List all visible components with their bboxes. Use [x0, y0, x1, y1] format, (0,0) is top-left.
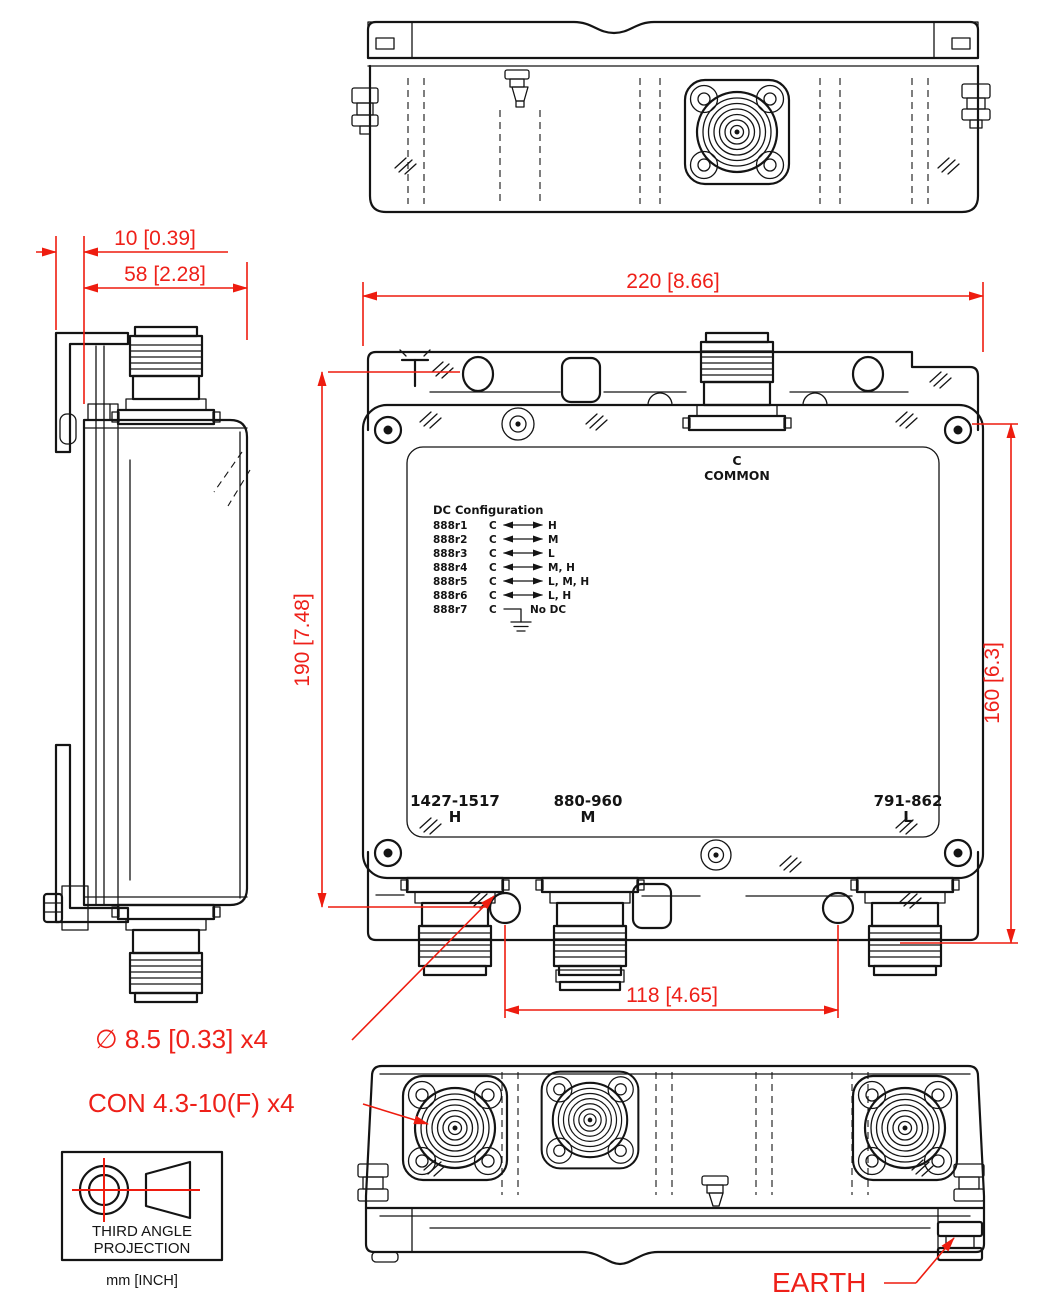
dimension-width: 220 [8.66] — [362, 270, 984, 352]
port-l-letter: L — [903, 808, 913, 826]
dc-row-c: C — [489, 576, 497, 588]
callout-earth: EARTH — [772, 1237, 955, 1298]
dc-row-bands: L, M, H — [548, 576, 589, 588]
bottom-view-right-bolt — [953, 1163, 985, 1202]
side-view-bottom-connector — [110, 903, 222, 1004]
dc-row-c: C — [489, 548, 497, 560]
port-m-letter: M — [581, 808, 596, 826]
side-view-bracket-upper — [54, 331, 130, 454]
top-view-hidden-lines — [407, 78, 929, 204]
dimensions: 10 [0.39] 58 [2.28] 220 [8.66] 190 [7.48… — [36, 227, 1018, 1298]
dc-row-bands: No DC — [530, 604, 566, 616]
dim-mount-height-label: 190 [7.48] — [291, 593, 314, 686]
port-m-connector-face — [540, 1070, 640, 1170]
port-h-connector-face — [401, 1074, 509, 1182]
dim-bracket-offset-label: 10 [0.39] — [114, 227, 196, 250]
projection-note-line1: THIRD ANGLE — [92, 1223, 192, 1240]
earth-symbol — [399, 349, 431, 388]
dimension-body-height: 160 [6.3] — [900, 423, 1018, 944]
dc-row-bands: H — [548, 520, 557, 532]
dim-width-label: 220 [8.66] — [626, 270, 719, 293]
dc-row-model: 888r4 — [433, 562, 467, 574]
port-l-connector-face — [851, 1074, 959, 1182]
dc-row-c: C — [489, 590, 497, 602]
dimension-depth: 58 [2.28] — [83, 262, 248, 340]
bottom-view — [357, 1064, 986, 1266]
port-h-band: 1427-1517 — [410, 792, 500, 810]
dim-body-height-label: 160 [6.3] — [981, 642, 1004, 724]
port-m-band: 880-960 — [554, 792, 623, 810]
dc-config-title: DC Configuration — [433, 503, 543, 517]
lid-corner-screws — [373, 415, 973, 868]
common-connector — [681, 331, 793, 432]
mounting-hole-bottom-right — [821, 891, 855, 925]
top-view — [351, 20, 991, 214]
callout-connector-spec: CON 4.3-10(F) x4 — [88, 1088, 429, 1125]
port-h-connector — [399, 876, 511, 977]
common-port-label: COMMON — [704, 468, 770, 483]
units-note: mm [INCH] — [106, 1273, 178, 1289]
dimension-bracket-offset: 10 [0.39] — [36, 227, 228, 404]
bottom-view-left-bolt — [357, 1163, 389, 1202]
dc-row-model: 888r1 — [433, 520, 467, 532]
dc-row-c: C — [489, 604, 497, 616]
bottom-view-vent-screw — [701, 1175, 729, 1207]
dc-row-bands: L — [548, 548, 555, 560]
front-view-housing — [361, 361, 985, 909]
dc-row-bands: L, H — [548, 590, 571, 602]
port-l-band: 791-862 — [874, 792, 943, 810]
dc-row-c: C — [489, 562, 497, 574]
common-port-letter: C — [732, 453, 741, 468]
top-view-right-bolt — [961, 83, 991, 129]
dc-row-model: 888r7 — [433, 604, 467, 616]
dc-row-model: 888r3 — [433, 548, 467, 560]
front-view-mounting-plate — [366, 349, 980, 942]
port-m-connector — [534, 876, 646, 977]
connector-spec-label: CON 4.3-10(F) x4 — [88, 1088, 295, 1118]
projection-symbol: THIRD ANGLE PROJECTION mm [INCH] — [60, 1150, 224, 1289]
dc-row-model: 888r5 — [433, 576, 467, 588]
callout-hole-diameter: ∅ 8.5 [0.33] x4 — [95, 895, 495, 1054]
side-view — [42, 325, 251, 1004]
dc-row-c: C — [489, 534, 497, 546]
texture — [937, 157, 960, 175]
dim-depth-label: 58 [2.28] — [124, 263, 206, 286]
port-h-letter: H — [449, 808, 462, 826]
port-band-labels: 1427-1517 H 880-960 M 791-862 L — [410, 792, 942, 826]
dc-row-c: C — [489, 520, 497, 532]
top-view-vent-screw — [504, 69, 530, 108]
hole-diameter-label: ∅ 8.5 [0.33] x4 — [95, 1024, 268, 1054]
texture — [394, 157, 417, 175]
earth-terminal-bolt — [936, 1220, 984, 1262]
earth-label: EARTH — [772, 1267, 866, 1298]
dc-row-model: 888r6 — [433, 590, 467, 602]
dc-row-bands: M — [548, 534, 558, 546]
dc-configuration-table: DC Configuration 888r1 C H 888r2 C M 888… — [433, 503, 589, 632]
front-view: C COMMON DC Configuration 888r1 C H 888r… — [361, 331, 985, 992]
port-l-connector — [849, 876, 961, 977]
projection-note-line2: PROJECTION — [94, 1240, 191, 1257]
dc-row-bands: M, H — [548, 562, 575, 574]
dc-row-model: 888r2 — [433, 534, 467, 546]
common-connector-top-face — [683, 78, 791, 186]
dimension-mount-height: 190 [7.48] — [291, 371, 488, 908]
dimension-hole-spacing: 118 [4.65] — [504, 925, 839, 1018]
bottom-view-hidden-lines — [501, 1072, 869, 1195]
top-view-left-bolt — [351, 87, 379, 135]
side-view-bracket-lower — [42, 743, 130, 931]
dim-hole-spacing-label: 118 [4.65] — [626, 984, 718, 1007]
